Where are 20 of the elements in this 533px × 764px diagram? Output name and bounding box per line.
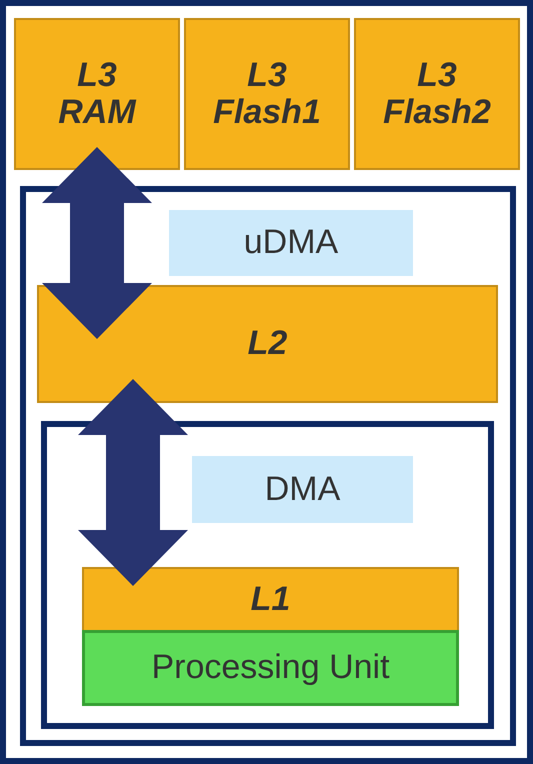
double-arrow [42, 147, 152, 339]
block-label: L3 Flash2 [383, 56, 491, 132]
memory-block [14, 18, 180, 170]
block-label: L2 [248, 325, 288, 363]
cluster-frame [20, 186, 516, 746]
memory-block [354, 18, 520, 170]
memory-block [184, 18, 350, 170]
double-arrow [78, 379, 188, 586]
memory-block [82, 567, 459, 632]
block-label: L3 Flash1 [213, 56, 321, 132]
block-label: Processing Unit [151, 649, 390, 687]
memory-block [37, 285, 498, 403]
processing-unit-block [82, 630, 459, 706]
cluster-frame [41, 421, 494, 729]
dma-block [169, 210, 413, 276]
block-label: uDMA [244, 224, 338, 262]
block-label: L3 RAM [58, 56, 136, 132]
block-label: DMA [264, 470, 340, 508]
dma-block [192, 456, 413, 523]
block-label: L1 [250, 580, 290, 618]
